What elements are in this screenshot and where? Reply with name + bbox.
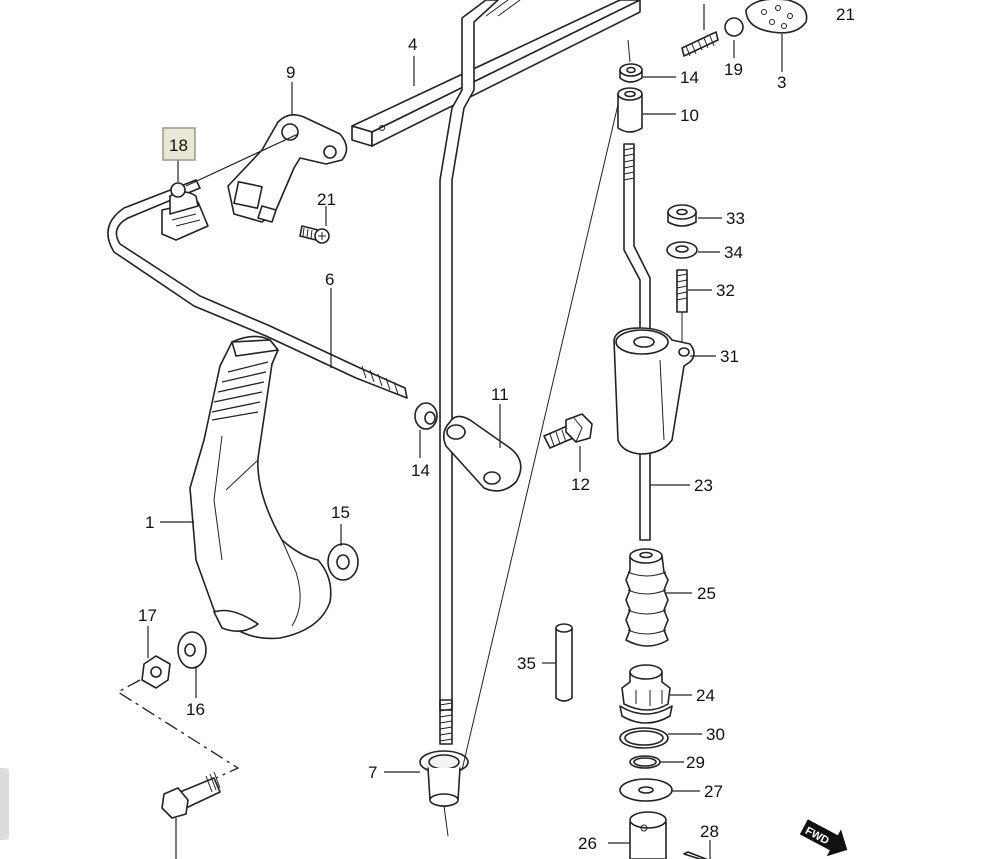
- assembly-dashed-line: [116, 679, 240, 779]
- part-27-washer: [619, 778, 673, 802]
- part-19-pivot-bolt: [161, 771, 221, 859]
- part-26-lower-shaft: [629, 811, 667, 859]
- callout-30[interactable]: 30: [706, 725, 725, 744]
- callout-16[interactable]: 16: [186, 700, 205, 719]
- callout-3[interactable]: 3: [777, 73, 786, 92]
- callout-6[interactable]: 6: [325, 270, 334, 289]
- part-20-spring: [681, 31, 719, 57]
- callout-10[interactable]: 10: [680, 106, 699, 125]
- callout-9[interactable]: 9: [286, 63, 295, 82]
- callout-29[interactable]: 29: [686, 753, 705, 772]
- callout-21-left[interactable]: 21: [317, 190, 336, 209]
- part-14-nut-upper: [619, 63, 643, 83]
- part-31-housing: [613, 327, 695, 455]
- callout-11[interactable]: 11: [491, 385, 509, 404]
- part-14-nut-lower: [414, 402, 438, 430]
- part-17-clip: [141, 655, 171, 689]
- part-7-link-rod: [439, 0, 521, 745]
- part-21-screw: [299, 225, 330, 244]
- callout-19-top[interactable]: 19: [724, 60, 743, 79]
- part-10-sleeve: [617, 87, 643, 133]
- part-12-bolt: [543, 413, 593, 449]
- callout-15[interactable]: 15: [331, 503, 350, 522]
- callout-34[interactable]: 34: [724, 243, 743, 262]
- part-33-nut: [667, 204, 697, 227]
- left-edge-scroll-tab[interactable]: [0, 768, 9, 840]
- part-10-link-wire: [461, 95, 621, 771]
- callout-23[interactable]: 23: [694, 476, 713, 495]
- part-6-shift-lever-rod: [107, 179, 408, 399]
- part-35-pin: [555, 623, 573, 702]
- part-11-link-arm: [442, 415, 522, 492]
- part-32-stud: [676, 269, 688, 344]
- part-25-boot: [625, 548, 669, 647]
- part-30-o-ring: [619, 727, 669, 749]
- callout-18-highlight[interactable]: [162, 127, 196, 161]
- part-24-seal-holder: [619, 664, 673, 724]
- part-3-knob: [745, 0, 808, 34]
- callout-32[interactable]: 32: [716, 281, 735, 300]
- part-7-thread: [439, 699, 453, 745]
- part-29-ring: [629, 755, 661, 769]
- callout-7[interactable]: 7: [368, 763, 377, 782]
- callout-12[interactable]: 12: [571, 475, 590, 494]
- callout-1[interactable]: 1: [145, 513, 154, 532]
- callout-labels: 4 9 18 21 6 14 10 19 3 21 33 34 32 31 11…: [138, 5, 855, 853]
- callout-27[interactable]: 27: [704, 782, 723, 801]
- callout-33[interactable]: 33: [726, 209, 745, 228]
- fwd-direction-badge: FWD: [799, 819, 848, 857]
- fwd-badge-text: FWD: [803, 825, 831, 847]
- callout-26[interactable]: 26: [578, 834, 597, 853]
- callout-4[interactable]: 4: [408, 35, 417, 54]
- callout-31[interactable]: 31: [720, 347, 739, 366]
- callout-35[interactable]: 35: [517, 654, 536, 673]
- callout-18[interactable]: 18: [169, 136, 188, 155]
- callout-28[interactable]: 28: [700, 822, 719, 841]
- callout-21-right[interactable]: 21: [836, 5, 855, 24]
- part-1-shift-handle: [189, 335, 332, 640]
- callout-17[interactable]: 17: [138, 606, 157, 625]
- part-16-washer: [177, 631, 207, 669]
- part-34-washer: [666, 241, 698, 259]
- part-7-grommet: [419, 750, 469, 837]
- callout-24[interactable]: 24: [696, 686, 715, 705]
- callout-14-top[interactable]: 14: [680, 68, 699, 87]
- part-4-shift-rod: [351, 0, 641, 147]
- part-19-ball: [724, 17, 744, 37]
- callout-14-mid[interactable]: 14: [411, 461, 430, 480]
- part-28-pin: [683, 851, 707, 859]
- part-18-clamp: [161, 182, 209, 241]
- part-15-washer: [327, 543, 359, 581]
- callout-25[interactable]: 25: [697, 584, 716, 603]
